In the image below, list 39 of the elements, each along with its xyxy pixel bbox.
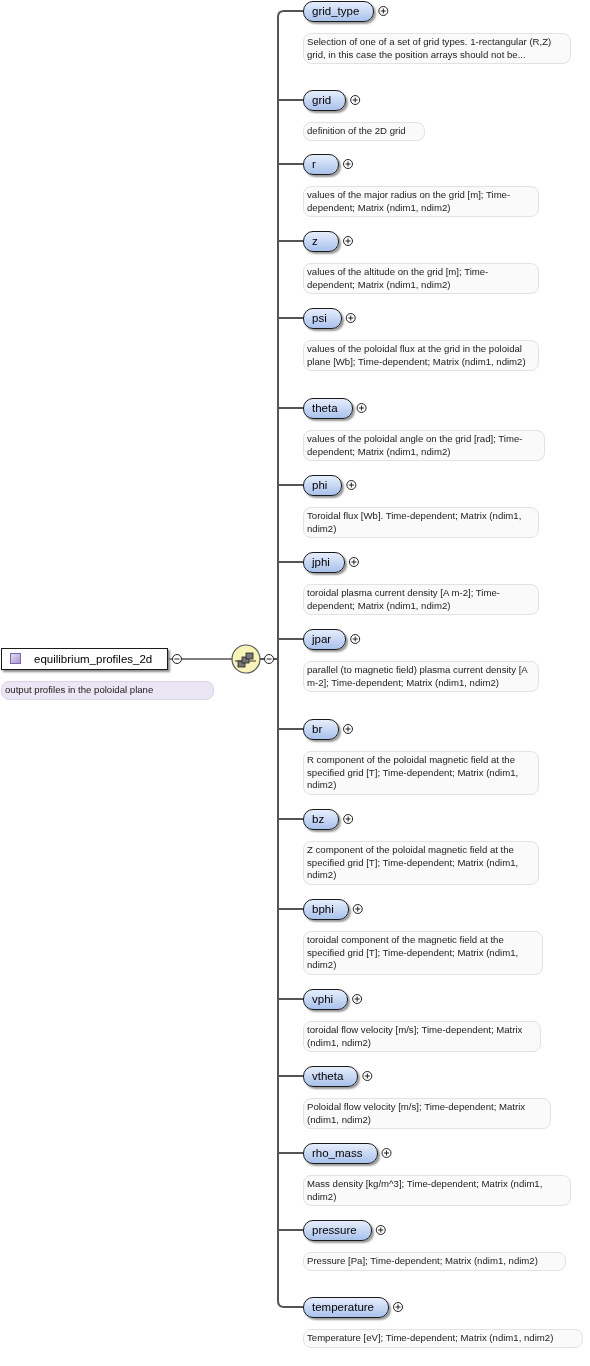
annotation-note: R component of the poloidal magnetic field at the specified grid [T]; Time-dependent; Matrix (ndim1, ndim2) bbox=[303, 751, 539, 795]
annotation-note: Z component of the poloidal magnetic field at the specified grid [T]; Time-dependent; Matrix (ndim1, ndim2) bbox=[303, 841, 539, 885]
element-box: rho_mass bbox=[303, 1143, 378, 1164]
annotation-note: toroidal plasma current density [A m-2]; Time-dependent; Matrix (ndim1, ndim2) bbox=[303, 584, 539, 615]
annotation-note: Mass density [kg/m^3]; Time-dependent; Matrix (ndim1, ndim2) bbox=[303, 1175, 571, 1206]
annotation-note: Toroidal flux [Wb]. Time-dependent; Matrix (ndim1, ndim2) bbox=[303, 507, 539, 538]
element-box: grid_type bbox=[303, 1, 375, 22]
root-element-box bbox=[1, 648, 168, 670]
element-box: jphi bbox=[303, 552, 345, 573]
element-box: br bbox=[303, 719, 339, 740]
element-name: equilibrium_profiles_2d bbox=[34, 653, 153, 665]
annotation-note: values of the poloidal angle on the grid [rad]; Time-dependent; Matrix (ndim1, ndim2) bbox=[303, 430, 545, 461]
element-box: jpar bbox=[303, 629, 347, 650]
element-box: phi bbox=[303, 475, 343, 496]
annotation-note: values of the poloidal flux at the grid in the poloidal plane [Wb]; Time-dependent; Matrix (ndim1, ndim2) bbox=[303, 340, 539, 371]
element-box: theta bbox=[303, 398, 353, 419]
element-box: psi bbox=[303, 308, 342, 329]
element-box: r bbox=[303, 154, 339, 175]
element-box: bphi bbox=[303, 899, 349, 920]
annotation-note: toroidal component of the magnetic field at the specified grid [T]; Time-dependent; Matrix (ndim1, ndim2) bbox=[303, 931, 543, 975]
element-box: bz bbox=[303, 809, 340, 830]
annotation-note: Temperature [eV]; Time-dependent; Matrix (ndim1, ndim2) bbox=[303, 1329, 583, 1348]
annotation-note: definition of the 2D grid bbox=[303, 122, 425, 141]
element-box: vphi bbox=[303, 989, 349, 1010]
sequence-compositor-icon bbox=[231, 644, 261, 674]
element-box: pressure bbox=[303, 1220, 372, 1241]
annotation-note: Pressure [Pa]; Time-dependent; Matrix (ndim1, ndim2) bbox=[303, 1252, 566, 1271]
annotation-note: output profiles in the poloidal plane bbox=[1, 681, 214, 700]
annotation-note: Selection of one of a set of grid types. 1-rectangular (R,Z) grid, in this case the position arrays should not be... bbox=[303, 33, 571, 64]
element-box: grid bbox=[303, 90, 347, 111]
element-box: z bbox=[303, 231, 339, 252]
annotation-note: values of the major radius on the grid [m]; Time-dependent; Matrix (ndim1, ndim2) bbox=[303, 186, 539, 217]
annotation-note: Poloidal flow velocity [m/s]; Time-dependent; Matrix (ndim1, ndim2) bbox=[303, 1098, 551, 1129]
annotation-note: toroidal flow velocity [m/s]; Time-dependent; Matrix (ndim1, ndim2) bbox=[303, 1021, 541, 1052]
annotation-note: parallel (to magnetic field) plasma current density [A m-2]; Time-dependent; Matrix (ndim1, ndim2) bbox=[303, 661, 539, 692]
connector-line bbox=[167, 658, 233, 660]
annotation-note: values of the altitude on the grid [m]; Time-dependent; Matrix (ndim1, ndim2) bbox=[303, 263, 539, 294]
element-box: vtheta bbox=[303, 1066, 359, 1087]
element-box: temperature bbox=[303, 1297, 389, 1318]
